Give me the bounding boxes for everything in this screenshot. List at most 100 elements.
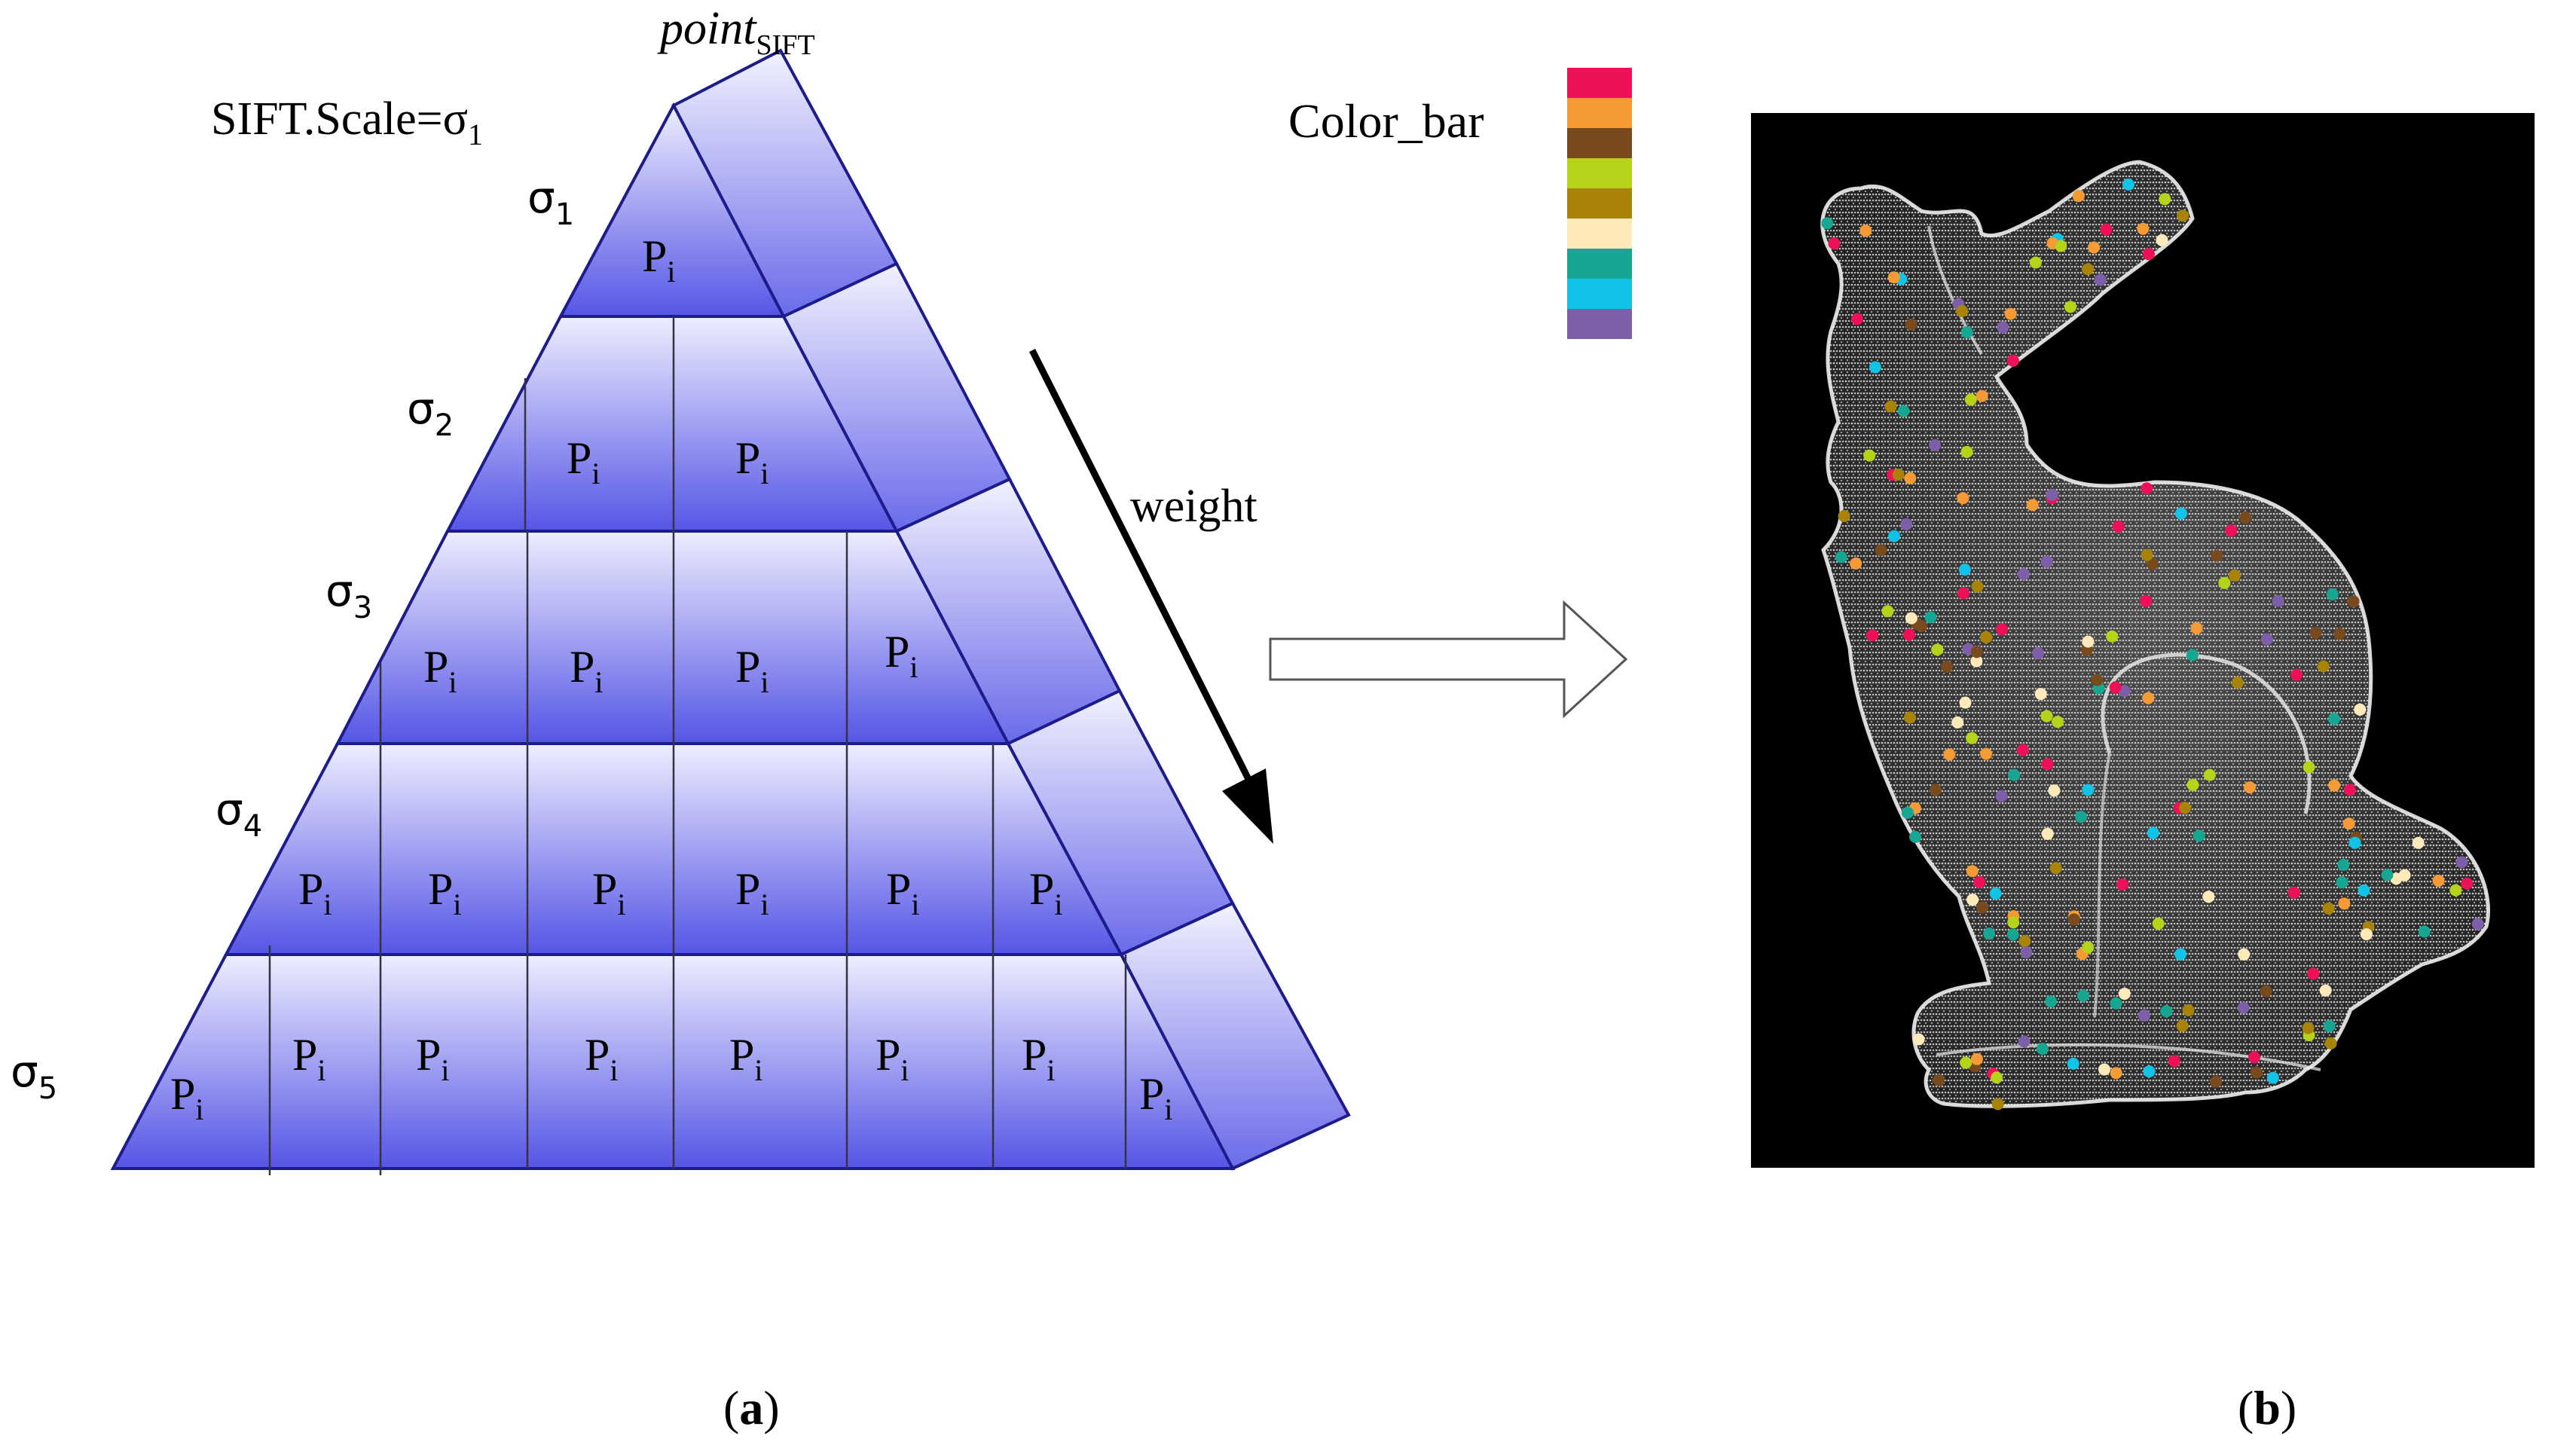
keypoint-marker	[2266, 1071, 2279, 1084]
keypoint-marker	[2261, 633, 2273, 646]
keypoint-marker	[2323, 1019, 2336, 1032]
keypoint-marker	[1892, 469, 1905, 481]
keypoint-marker	[2018, 935, 2031, 948]
keypoint-marker	[1888, 530, 1900, 542]
cell-label: Pi	[1029, 864, 1063, 921]
keypoint-marker	[2072, 190, 2085, 203]
keypoint-marker	[2174, 948, 2187, 961]
keypoint-marker	[1897, 405, 1910, 417]
keypoint-marker	[2354, 703, 2367, 716]
transition-arrow	[1269, 600, 1628, 719]
colorbar-swatch	[1567, 68, 1632, 98]
sigma-2-label: σ2	[407, 383, 454, 443]
keypoint-marker	[2272, 594, 2284, 607]
colorbar-swatch	[1567, 128, 1632, 158]
keypoint-marker	[2343, 784, 2356, 796]
keypoint-marker	[2303, 761, 2315, 774]
keypoint-marker	[2186, 778, 2199, 791]
keypoint-marker	[2006, 928, 2019, 941]
colorbar-swatch	[1567, 309, 1632, 339]
keypoint-marker	[1835, 551, 1847, 564]
keypoint-marker	[1887, 271, 1900, 284]
keypoint-marker	[1909, 830, 1922, 843]
cell-label: Pi	[298, 864, 332, 921]
keypoint-marker	[2461, 877, 2474, 890]
keypoint-marker	[2067, 1057, 2079, 1070]
scale-pyramid	[110, 48, 1351, 1175]
keypoint-marker	[1930, 784, 1942, 796]
keypoint-marker	[1976, 390, 1988, 402]
cell-label: Pi	[735, 864, 769, 921]
keypoint-marker	[2142, 692, 2155, 704]
keypoint-marker	[2007, 916, 2020, 929]
keypoint-marker	[1989, 888, 2002, 900]
keypoint-marker	[2046, 489, 2058, 501]
keypoint-marker	[1900, 518, 1913, 530]
keypoint-marker	[2137, 222, 2150, 235]
keypoint-marker	[2082, 635, 2095, 648]
keypoint-marker	[2122, 178, 2134, 191]
caption-b: (b)	[2238, 1381, 2296, 1434]
weight-label: weight	[1130, 481, 1257, 532]
keypoint-marker	[2040, 555, 2053, 568]
keypoint-marker	[1966, 732, 1979, 744]
keypoint-marker	[2336, 876, 2348, 889]
keypoint-marker	[2075, 811, 2088, 823]
keypoint-marker	[1903, 628, 1915, 641]
keypoint-marker	[2328, 779, 2341, 792]
keypoint-marker	[1976, 901, 1989, 914]
keypoint-marker	[2091, 674, 2104, 686]
keypoint-marker	[2008, 768, 2021, 781]
keypoint-marker	[2327, 713, 2340, 726]
scale-level-labels: σ1 σ2 σ3 σ4 σ5	[11, 172, 574, 1106]
keypoint-marker	[2082, 784, 2095, 796]
point-sift-label: pointSIFT	[657, 3, 815, 61]
keypoint-marker	[1943, 748, 1956, 761]
keypoint-marker	[2302, 1022, 2315, 1034]
keypoint-marker	[2225, 524, 2238, 537]
cell-label: Pi	[735, 642, 769, 699]
keypoint-marker	[2412, 836, 2425, 849]
keypoint-marker	[2324, 1037, 2337, 1049]
keypoint-marker	[1991, 1071, 2003, 1084]
keypoint-marker	[1980, 747, 1993, 760]
keypoint-marker	[2231, 677, 2244, 689]
keypoint-marker	[1970, 655, 1983, 668]
keypoint-marker	[2174, 507, 2187, 520]
keypoint-marker	[2358, 884, 2370, 897]
keypoint-marker	[2337, 858, 2350, 871]
keypoint-marker	[2141, 482, 2153, 495]
cell-label: Pi	[428, 864, 462, 921]
keypoint-marker	[2179, 802, 2192, 814]
keypoint-marker	[2029, 256, 2042, 269]
keypoint-marker	[2342, 817, 2355, 830]
keypoint-marker	[1958, 564, 1971, 576]
keypoint-marker	[1884, 400, 1897, 413]
cell-dividers	[268, 316, 1127, 1175]
cell-label: Pi	[567, 433, 600, 490]
keypoint-marker	[1828, 237, 1841, 250]
keypoint-marker	[1991, 1098, 2004, 1111]
keypoint-marker	[2018, 1035, 2031, 1048]
keypoint-marker	[2137, 1009, 2150, 1022]
keypoint-marker	[2152, 918, 2165, 930]
keypoint-marker	[2032, 647, 2045, 659]
keypoint-marker	[1859, 225, 1872, 237]
keypoint-marker	[2034, 688, 2047, 701]
keypoint-marker	[2098, 1063, 2110, 1076]
keypoint-marker	[2239, 512, 2251, 524]
colorbar-swatch	[1567, 188, 1632, 218]
cell-label: Pi	[585, 1030, 619, 1087]
keypoint-marker	[2006, 354, 2019, 367]
weight-arrow	[1028, 348, 1273, 844]
keypoint-marker	[1821, 217, 1834, 230]
keypoint-marker	[2471, 918, 2484, 930]
keypoint-marker	[1931, 643, 1944, 656]
keypoint-marker	[1912, 1033, 1925, 1046]
keypoint-marker	[1905, 318, 1917, 331]
keypoint-marker	[2229, 569, 2241, 582]
keypoint-marker	[1904, 711, 1916, 724]
cell-label: Pi	[875, 1030, 909, 1087]
cell-labels: Pi Pi Pi Pi Pi Pi Pi Pi Pi Pi Pi Pi Pi P…	[170, 231, 1173, 1126]
keypoint-marker	[2052, 716, 2064, 729]
